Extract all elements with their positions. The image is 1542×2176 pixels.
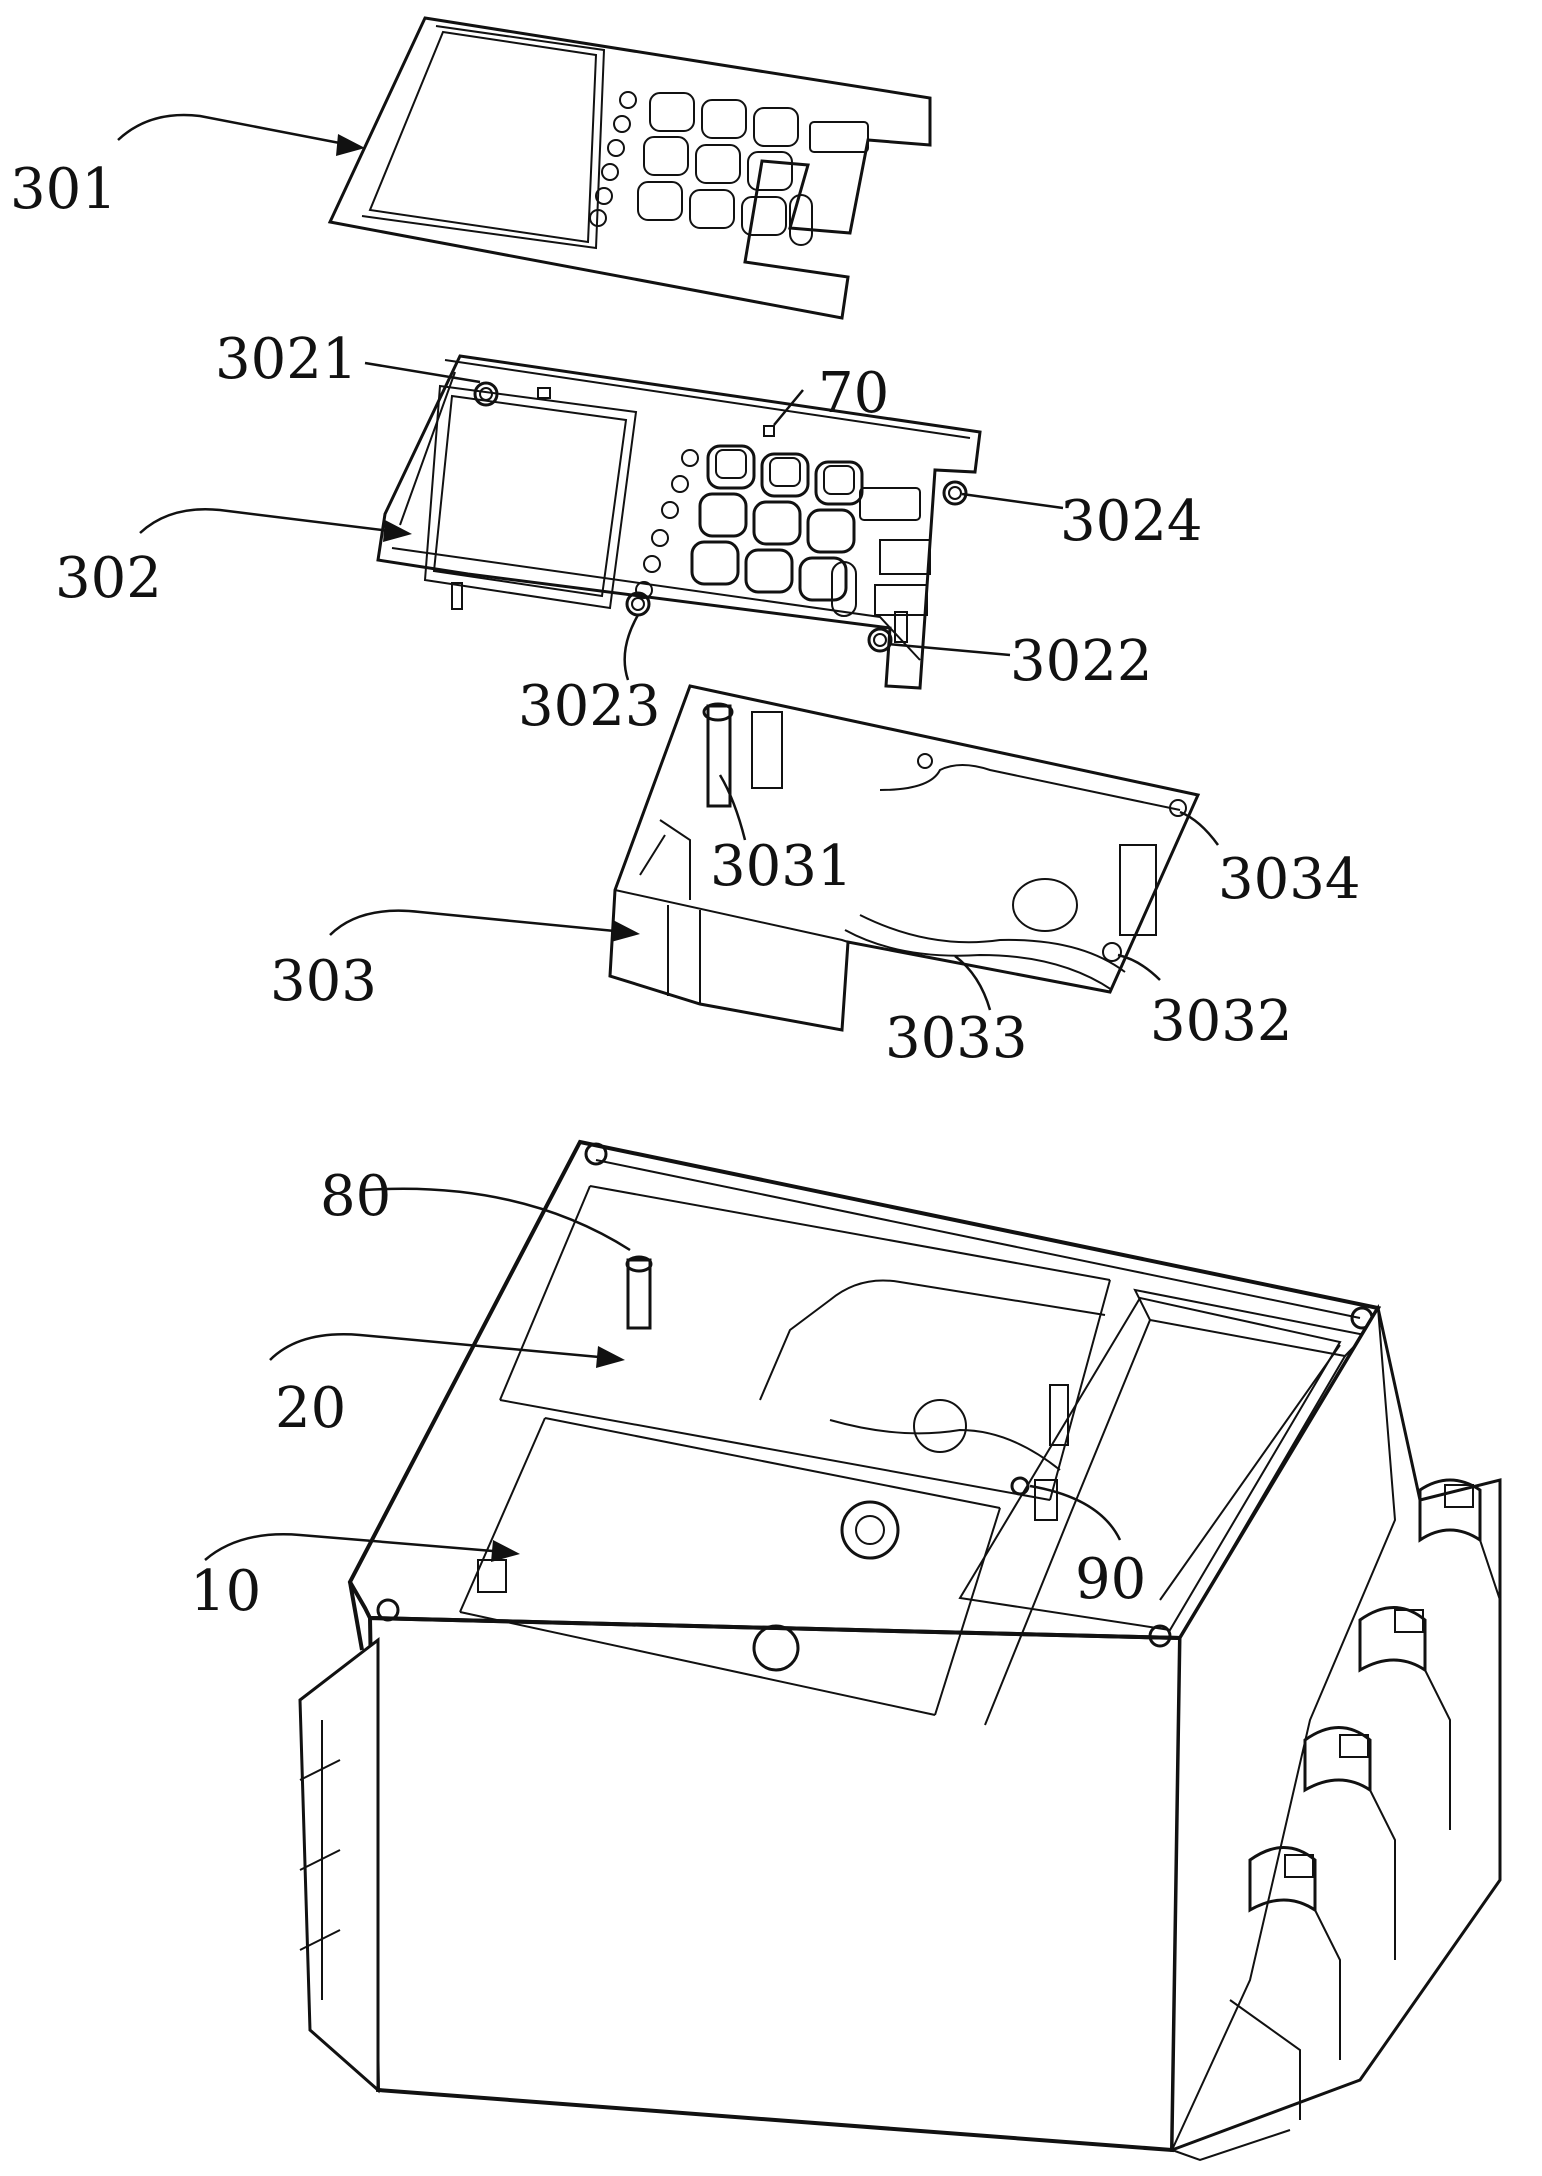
- part-301-key-openings: [637, 92, 869, 246]
- part-302-key-frame: [376, 354, 982, 690]
- label-301: 301: [10, 157, 117, 222]
- label-3024: 3024: [1060, 489, 1203, 554]
- terminal-blocks: [1248, 1478, 1501, 2060]
- label-302: 302: [55, 546, 162, 611]
- reference-labels: 301 3021 70 302 3024 3022 3023 3031 3034…: [10, 157, 1361, 1624]
- part-302-led-holes: [635, 449, 699, 599]
- label-3033: 3033: [885, 1006, 1028, 1071]
- part-302-screw-holes: [473, 381, 968, 653]
- label-3023: 3023: [518, 674, 661, 739]
- part-10-breaker-body: [298, 1139, 1502, 2162]
- label-3032: 3032: [1150, 989, 1293, 1054]
- label-10: 10: [190, 1559, 261, 1624]
- label-303: 303: [270, 949, 377, 1014]
- part-301-panel-overlay: [327, 16, 932, 320]
- label-3021: 3021: [215, 327, 358, 392]
- part-303-housing-tray: [608, 684, 1201, 1032]
- leader-lines: [117, 113, 1220, 1562]
- part-302-keys: [690, 444, 931, 617]
- label-3031: 3031: [710, 834, 853, 899]
- label-20: 20: [275, 1376, 346, 1441]
- part-301-led-openings: [589, 91, 637, 227]
- label-80: 80: [320, 1164, 391, 1229]
- label-70: 70: [818, 361, 889, 426]
- label-3034: 3034: [1218, 847, 1361, 912]
- label-3022: 3022: [1010, 629, 1153, 694]
- label-90: 90: [1075, 1547, 1146, 1612]
